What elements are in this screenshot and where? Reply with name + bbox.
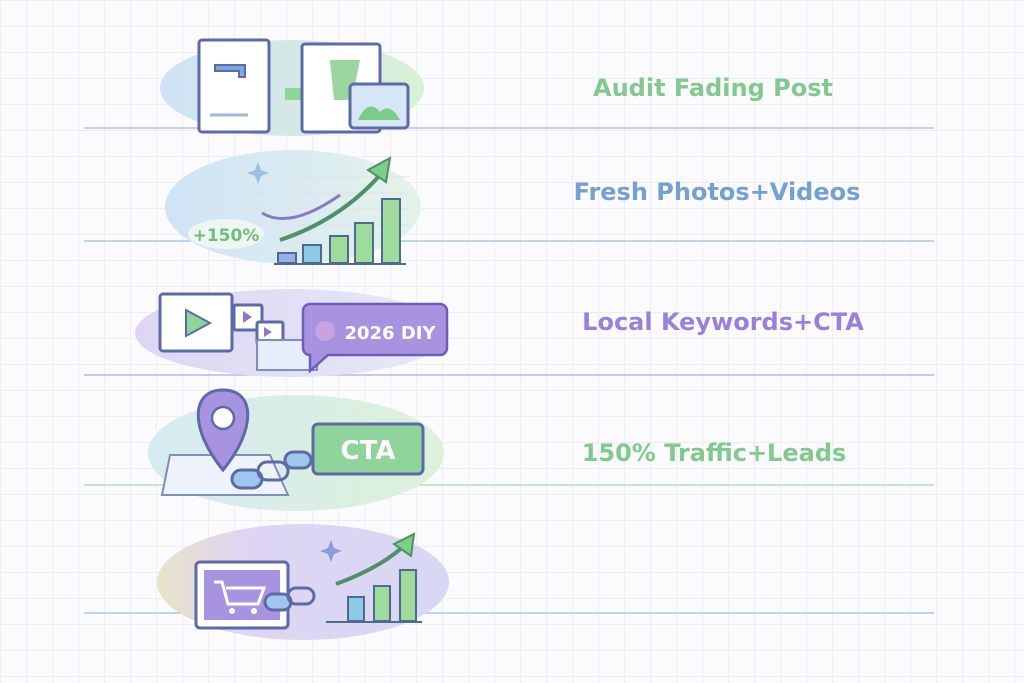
growth-badge: +150% (193, 226, 260, 246)
video-frames-icon: 2026 DIY (135, 289, 449, 377)
growth-chart-icon: +150% (165, 150, 421, 265)
year-badge: 2026 DIY (344, 323, 436, 344)
cta-badge: CTA (341, 436, 396, 466)
document-faucet-to-image-icon (160, 38, 424, 136)
step-3-label: Local Keywords+CTA (582, 308, 864, 336)
cart-link-growth-icon (157, 524, 449, 640)
step-1-label: Audit Fading Post (593, 74, 833, 102)
step-4-label: 150% Traffic+Leads (582, 439, 847, 467)
step-2-label: Fresh Photos+Videos (574, 178, 861, 206)
map-pin-link-icon: CTA (148, 388, 444, 511)
